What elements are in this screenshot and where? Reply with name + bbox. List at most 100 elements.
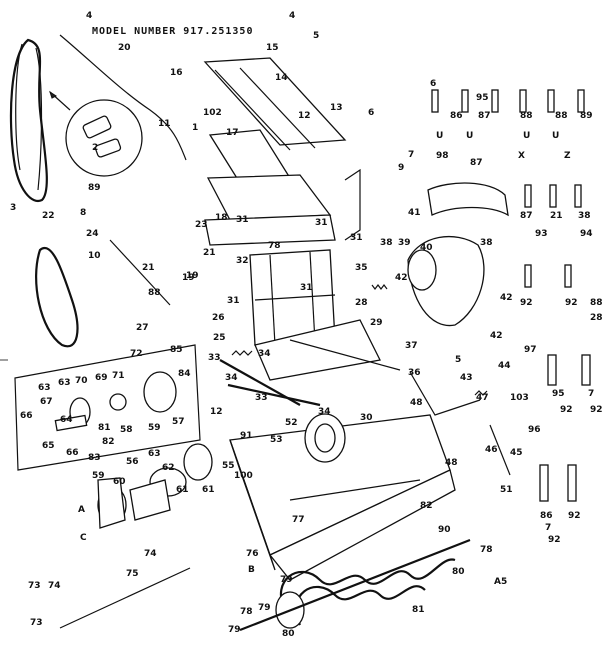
svg-text:31: 31 <box>236 215 249 225</box>
svg-text:U: U <box>552 131 559 141</box>
discharge-chute <box>407 182 509 327</box>
svg-text:U: U <box>523 131 530 141</box>
svg-text:89: 89 <box>88 183 101 193</box>
svg-text:80: 80 <box>282 629 295 639</box>
svg-text:72: 72 <box>130 349 143 359</box>
svg-text:16: 16 <box>170 68 183 78</box>
drive-chain <box>9 38 48 203</box>
svg-text:85: 85 <box>170 345 183 355</box>
svg-text:7: 7 <box>545 523 551 533</box>
svg-text:12: 12 <box>298 111 311 121</box>
svg-text:B: B <box>248 565 255 575</box>
svg-text:34: 34 <box>225 373 238 383</box>
svg-text:2: 2 <box>92 143 98 153</box>
svg-text:98: 98 <box>436 151 449 161</box>
svg-text:86: 86 <box>450 111 463 121</box>
svg-text:4: 4 <box>289 11 295 21</box>
svg-text:39: 39 <box>398 238 411 248</box>
svg-text:48: 48 <box>445 458 458 468</box>
svg-text:19: 19 <box>186 271 199 281</box>
svg-text:63: 63 <box>58 378 71 388</box>
svg-text:32: 32 <box>236 256 249 266</box>
svg-text:56: 56 <box>126 457 139 467</box>
svg-text:93: 93 <box>535 229 548 239</box>
svg-text:87: 87 <box>470 158 483 168</box>
svg-text:79: 79 <box>280 575 293 585</box>
svg-text:66: 66 <box>66 448 79 458</box>
svg-text:12: 12 <box>210 407 223 417</box>
svg-text:4: 4 <box>86 11 92 21</box>
svg-text:73: 73 <box>30 618 43 628</box>
svg-text:82: 82 <box>102 437 115 447</box>
svg-text:38: 38 <box>480 238 493 248</box>
chassis-frame <box>249 249 381 381</box>
svg-text:95: 95 <box>552 389 565 399</box>
svg-text:88: 88 <box>148 288 161 298</box>
svg-text:11: 11 <box>158 119 171 129</box>
svg-text:31: 31 <box>315 218 328 228</box>
svg-text:87: 87 <box>520 211 533 221</box>
svg-text:90: 90 <box>438 525 451 535</box>
svg-text:66: 66 <box>20 411 33 421</box>
svg-text:67: 67 <box>40 397 53 407</box>
svg-text:C: C <box>80 533 87 543</box>
svg-text:33: 33 <box>208 353 221 363</box>
corner-mark: A5 <box>494 577 507 587</box>
svg-text:40: 40 <box>420 243 433 253</box>
svg-text:5: 5 <box>455 355 461 365</box>
svg-text:92: 92 <box>548 535 561 545</box>
svg-text:82: 82 <box>420 501 433 511</box>
svg-text:59: 59 <box>92 471 105 481</box>
svg-text:74: 74 <box>48 581 61 591</box>
svg-text:1: 1 <box>192 123 198 133</box>
svg-text:102: 102 <box>203 108 222 118</box>
svg-text:6: 6 <box>368 108 374 118</box>
svg-text:80: 80 <box>452 567 465 577</box>
svg-text:94: 94 <box>580 229 593 239</box>
svg-text:53: 53 <box>270 435 283 445</box>
svg-text:U: U <box>436 131 443 141</box>
svg-text:59: 59 <box>148 423 161 433</box>
svg-text:37: 37 <box>405 341 418 351</box>
svg-text:43: 43 <box>460 373 473 383</box>
svg-text:70: 70 <box>75 376 88 386</box>
svg-text:22: 22 <box>42 211 55 221</box>
svg-text:30: 30 <box>360 413 373 423</box>
svg-text:88: 88 <box>520 111 533 121</box>
svg-text:6: 6 <box>430 79 436 89</box>
springs <box>231 284 488 396</box>
svg-text:36: 36 <box>408 368 421 378</box>
svg-text:38: 38 <box>578 211 591 221</box>
svg-text:95: 95 <box>476 93 489 103</box>
svg-text:57: 57 <box>172 417 185 427</box>
svg-text:91: 91 <box>240 431 253 441</box>
svg-text:78: 78 <box>240 607 253 617</box>
svg-text:42: 42 <box>395 273 408 283</box>
svg-text:64: 64 <box>60 415 73 425</box>
svg-text:65: 65 <box>42 441 55 451</box>
svg-text:X: X <box>518 151 525 161</box>
sprocket-detail-inset <box>49 90 143 177</box>
svg-text:69: 69 <box>95 373 108 383</box>
svg-text:41: 41 <box>408 208 421 218</box>
svg-text:92: 92 <box>568 511 581 521</box>
svg-text:73: 73 <box>28 581 41 591</box>
svg-text:63: 63 <box>148 449 161 459</box>
svg-text:21: 21 <box>203 248 216 258</box>
svg-text:71: 71 <box>112 371 125 381</box>
svg-text:87: 87 <box>478 111 491 121</box>
svg-text:21: 21 <box>550 211 563 221</box>
svg-text:76: 76 <box>246 549 259 559</box>
svg-text:83: 83 <box>88 453 101 463</box>
svg-text:35: 35 <box>355 263 368 273</box>
svg-text:96: 96 <box>528 425 541 435</box>
svg-text:60: 60 <box>113 477 126 487</box>
svg-text:78: 78 <box>480 545 493 555</box>
svg-text:33: 33 <box>255 393 268 403</box>
svg-text:92: 92 <box>520 298 533 308</box>
auger-spiral <box>239 538 471 632</box>
svg-text:42: 42 <box>490 331 503 341</box>
svg-text:20: 20 <box>118 43 131 53</box>
svg-text:92: 92 <box>560 405 573 415</box>
